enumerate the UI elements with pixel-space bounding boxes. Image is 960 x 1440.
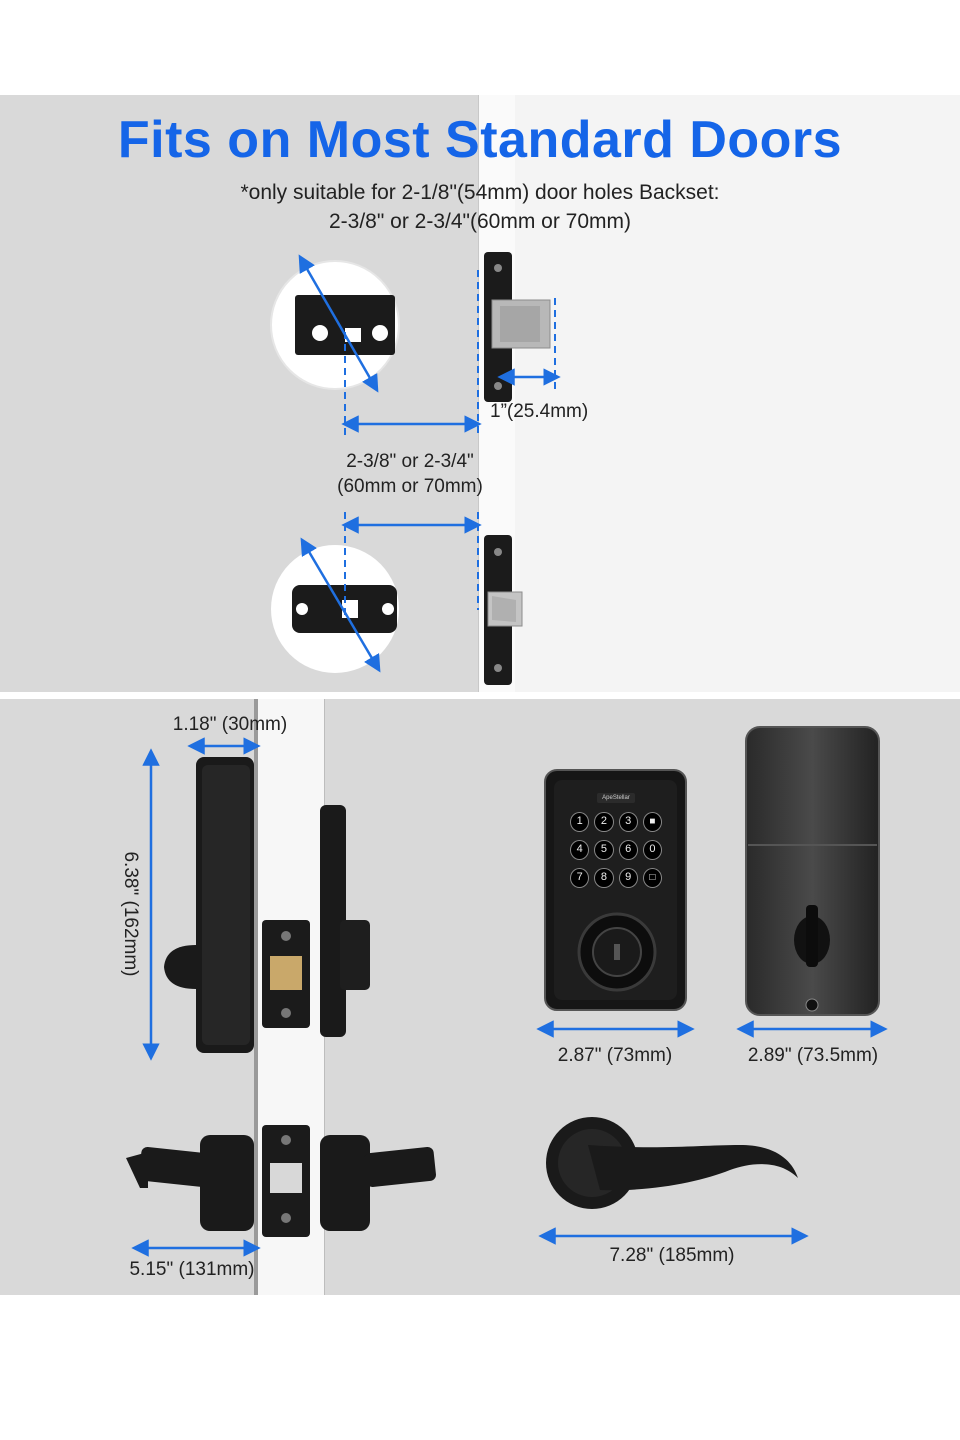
deadbolt-height-label: 6.38" (162mm) (120, 851, 141, 977)
door-face-background (480, 95, 960, 692)
backset-label: 2-3/8" or 2-3/4" (60mm or 70mm) (300, 449, 520, 499)
compatibility-note: *only suitable for 2-1/8"(54mm) door hol… (0, 178, 960, 236)
key-2: 2 (594, 812, 614, 832)
unlock-key-icon: □ (642, 868, 662, 888)
key-1: 1 (570, 812, 590, 832)
deadbolt-side-view (164, 757, 370, 1053)
key-4: 4 (570, 840, 590, 860)
lock-key-icon: ■ (642, 812, 662, 832)
keypad-width-label: 2.87" (73mm) (557, 1045, 673, 1066)
latch-throw-label: 1”(25.4mm) (490, 401, 589, 422)
compatibility-note-line1: *only suitable for 2-1/8"(54mm) door hol… (240, 181, 720, 204)
key-6: 6 (618, 840, 638, 860)
keypad-front-view (544, 769, 687, 1011)
key-7: 7 (570, 868, 590, 888)
key-0: 0 (642, 840, 662, 860)
key-5: 5 (594, 840, 614, 860)
compatibility-note-line2: 2-3/8" or 2-3/4"(60mm or 70mm) (329, 210, 631, 233)
lever-front-view (546, 1117, 798, 1209)
key-3: 3 (618, 812, 638, 832)
backset-panel (0, 95, 960, 692)
lever-length-label: 7.28" (185mm) (609, 1245, 735, 1266)
page-title: Fits on Most Standard Doors (117, 111, 843, 169)
key-8: 8 (594, 868, 614, 888)
backset-label-line1: 2-3/8" or 2-3/4" (346, 451, 474, 472)
lever-latch (484, 535, 523, 685)
keypad-grid: 1 2 3 ■ 4 5 6 0 7 8 9 □ (570, 812, 662, 888)
brand-logo: ApeStellar (602, 795, 630, 801)
backset-label-line2: (60mm or 70mm) (337, 476, 483, 497)
deadbolt-hole-detail (270, 254, 400, 393)
deadbolt-depth-label: 1.18" (30mm) (172, 714, 288, 735)
interior-width-label: 2.89" (73.5mm) (747, 1045, 879, 1066)
deadbolt-latch (484, 252, 551, 402)
lever-side-view (126, 1125, 436, 1237)
key-9: 9 (618, 868, 638, 888)
lever-projection-label: 5.15" (131mm) (129, 1259, 255, 1280)
interior-assembly-view (745, 726, 880, 1016)
